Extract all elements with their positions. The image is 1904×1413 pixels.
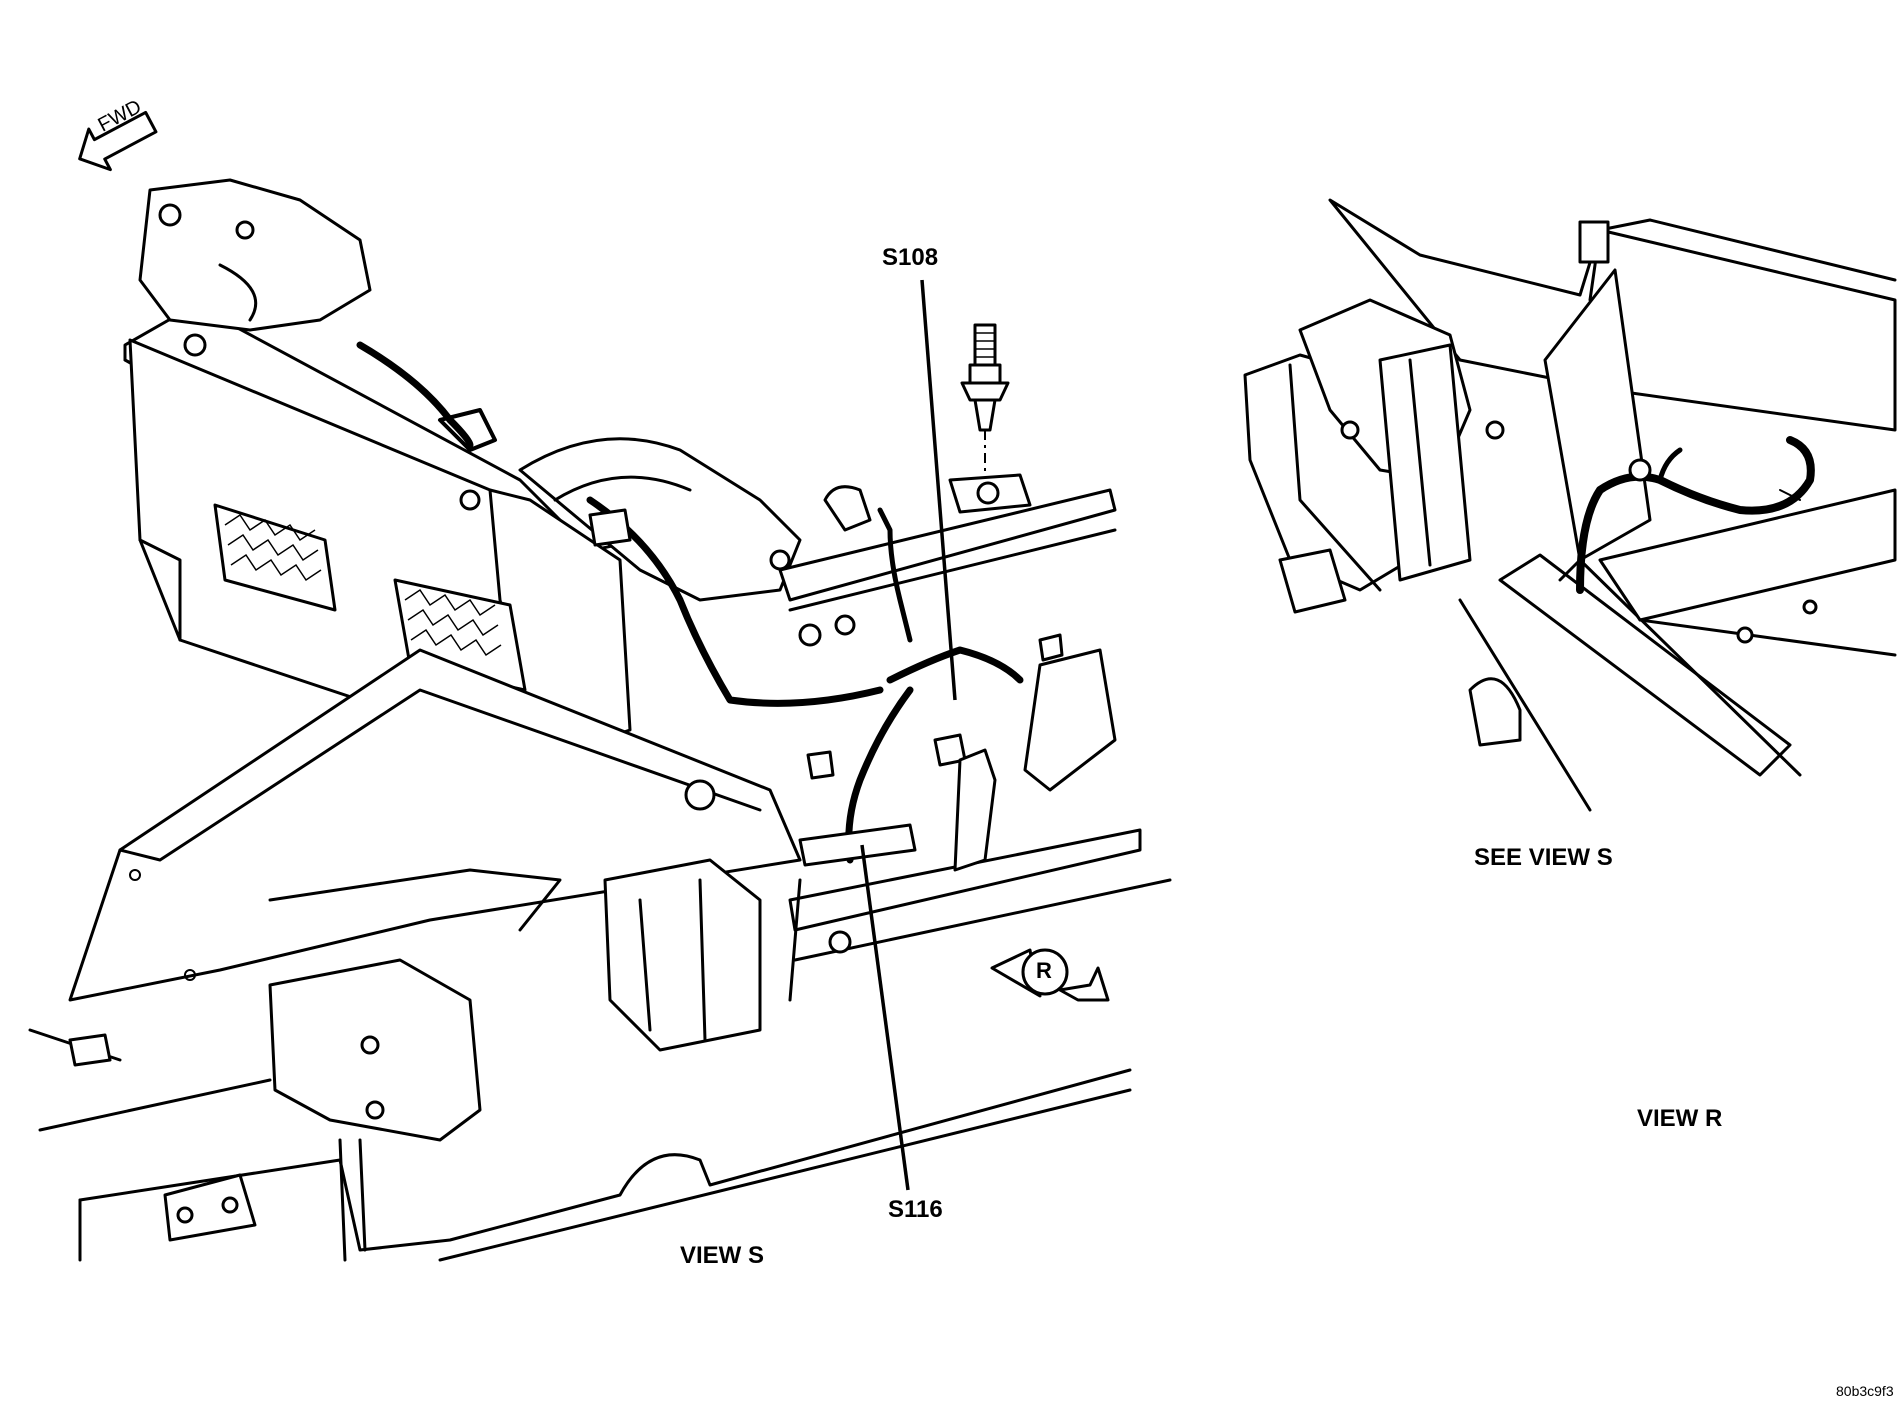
harness-connector: [588, 508, 632, 547]
view-r-drawing: [1243, 198, 1897, 812]
harness-connector: [806, 750, 835, 780]
s108-leader-line: [920, 279, 957, 701]
floor-crossmember: [1598, 488, 1897, 622]
cross-rail-lower: [788, 828, 1142, 932]
view-r-caption: VIEW R: [1637, 1105, 1723, 1132]
floor-gusset: [163, 1173, 257, 1242]
tall-brace: [1543, 268, 1652, 562]
lower-panel: [68, 648, 802, 1002]
round-connector: [823, 485, 872, 532]
cross-rail-upper: [778, 488, 1117, 602]
see-view-s-caption: SEE VIEW S: [1474, 844, 1613, 871]
bolt-hole: [235, 220, 255, 240]
wiring-harness: [356, 341, 1064, 867]
view-r-marker-letter: R: [1036, 958, 1052, 983]
view-s-drawing: [28, 178, 1172, 1262]
upper-bracket: [138, 178, 372, 332]
s108-label: S108: [882, 244, 939, 271]
cutout-bracket: [1468, 677, 1522, 747]
fwd-arrow-icon: [78, 110, 158, 172]
lower-foot: [1278, 548, 1347, 614]
inner-pillar: [1378, 343, 1472, 582]
side-mount-bracket: [603, 858, 762, 1052]
diagonal-rail: [1498, 553, 1792, 777]
relay-block: [1023, 648, 1117, 792]
harness-clip: [953, 748, 997, 872]
upright-post: [1578, 220, 1610, 264]
panel-hole: [684, 779, 716, 811]
s116-label: S116: [888, 1196, 943, 1223]
figure-id: 80b3c9f3: [1836, 1383, 1894, 1399]
mounting-screw: [948, 323, 1032, 514]
bolt-head: [158, 203, 182, 227]
bolt-head: [183, 333, 207, 357]
grommet: [798, 823, 917, 867]
s116-leader-line: [860, 844, 910, 1191]
hatched-connector-left: [213, 503, 337, 612]
view-r-harness: [1576, 436, 1815, 594]
harness-connector: [1038, 633, 1064, 662]
duct-housing: [518, 437, 802, 602]
view-s-caption: VIEW S: [680, 1242, 765, 1269]
floor-panel: [78, 1068, 1132, 1252]
view-r-arrow-icon: [990, 948, 1110, 1002]
